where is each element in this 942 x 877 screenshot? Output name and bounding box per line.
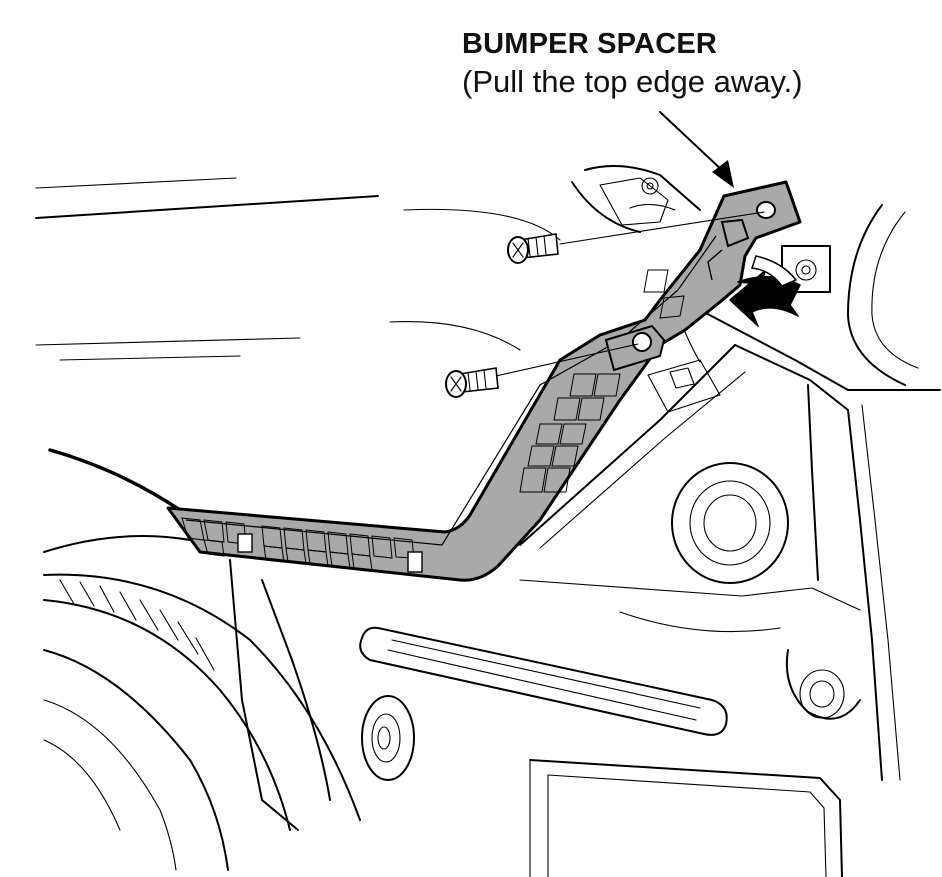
screw-upper (507, 211, 765, 264)
callout-note: (Pull the top edge away.) (462, 64, 803, 99)
screw-lower (445, 343, 639, 398)
callout-title: BUMPER SPACER (462, 28, 718, 60)
lower-panel (359, 462, 861, 877)
rear-body-structure (519, 165, 941, 781)
wheel-and-tire (43, 448, 361, 871)
spacer-rib-grid (181, 517, 415, 571)
bumper-spacer (166, 180, 802, 582)
spacer-diagonal-ribs (519, 269, 685, 493)
callout-leader-arrow (659, 111, 734, 188)
body-panel-lines (35, 177, 561, 361)
pull-direction-arrow (729, 255, 801, 327)
